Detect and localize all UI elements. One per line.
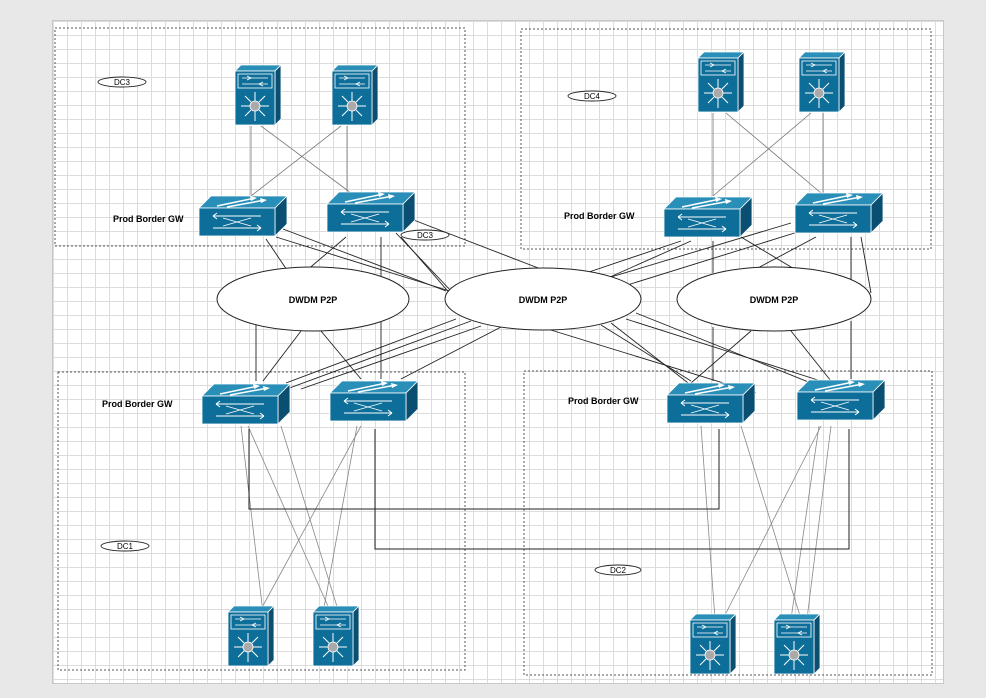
dc1-spine-links [240, 425, 362, 614]
zone-dc4-box [520, 28, 932, 250]
svg-text:DC1: DC1 [117, 542, 134, 551]
zone-tag-dc3: DC3 [97, 76, 147, 88]
dwdm-cloud-center: DWDM P2P [444, 267, 642, 331]
border-router-icon [198, 195, 288, 237]
gw-label-dc1: Prod Border GW [102, 399, 173, 409]
nexus-switch-icon [331, 64, 379, 126]
dwdm-label-center: DWDM P2P [519, 295, 568, 305]
dwdm-label-left: DWDM P2P [289, 295, 338, 305]
zone-tag-dc4: DC4 [567, 90, 617, 102]
zone-tag-extra: DC3 [400, 229, 450, 241]
zone-dc2-box [523, 370, 933, 676]
dwdm-links [255, 218, 872, 394]
gw-label-dc4: Prod Border GW [564, 211, 635, 221]
zone-dc3-box [54, 27, 466, 247]
nexus-switch-icon [689, 613, 737, 675]
gw-label-dc3: Prod Border GW [113, 214, 184, 224]
border-router-icon [329, 380, 419, 422]
border-router-icon [201, 383, 291, 425]
dc2-spine-links [700, 425, 832, 620]
svg-text:DC3: DC3 [417, 231, 434, 240]
border-router-icon [663, 196, 753, 238]
zone-tag-dc1: DC1 [100, 540, 150, 552]
dwdm-label-right: DWDM P2P [750, 295, 799, 305]
nexus-switch-icon [234, 64, 282, 126]
zone-tag-dc2: DC2 [594, 564, 642, 576]
dc4-spine-links [712, 112, 824, 197]
border-router-icon [326, 191, 416, 233]
backbone-links [248, 429, 850, 550]
border-router-icon [796, 379, 886, 421]
nexus-switch-icon [798, 51, 846, 113]
dwdm-cloud-left: DWDM P2P [216, 266, 410, 332]
dwdm-cloud-right: DWDM P2P [676, 266, 872, 332]
border-router-icon [666, 382, 756, 424]
nexus-switch-icon [312, 605, 360, 667]
dc3-spine-links [250, 125, 352, 197]
nexus-switch-icon [773, 613, 821, 675]
nexus-switch-icon [697, 51, 745, 113]
zone-dc1-box [57, 371, 466, 671]
diagram-canvas: DWDM P2P DWDM P2P DWDM P2P Prod Border G… [52, 20, 944, 684]
svg-text:DC4: DC4 [584, 92, 601, 101]
svg-text:DC2: DC2 [610, 566, 627, 575]
svg-text:DC3: DC3 [114, 78, 131, 87]
border-router-icon [794, 192, 884, 234]
nexus-switch-icon [227, 605, 275, 667]
gw-label-dc2: Prod Border GW [568, 396, 639, 406]
